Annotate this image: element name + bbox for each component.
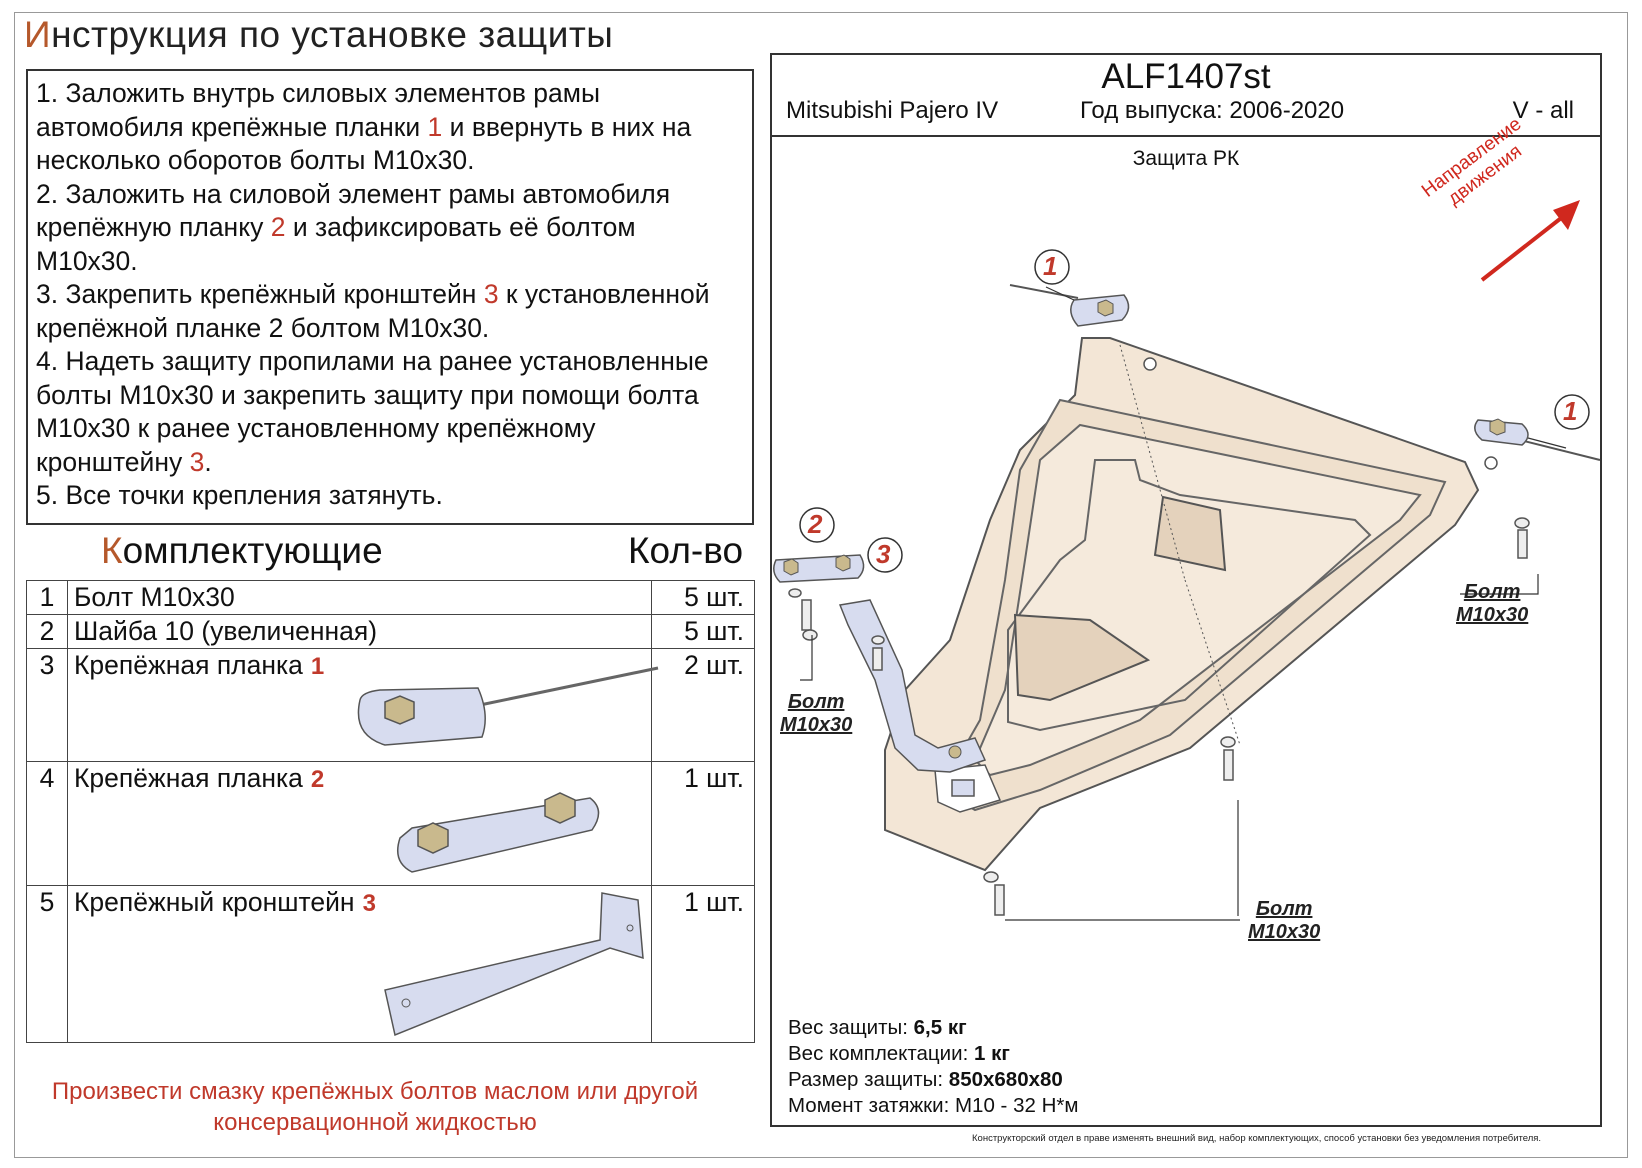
model-years: Год выпуска: 2006-2020 xyxy=(1080,97,1345,124)
skid-plate-icon xyxy=(884,337,1498,872)
lubrication-note: Произвести смазку крепёжных болтов масло… xyxy=(51,1078,699,1136)
page-frame xyxy=(14,12,1628,1158)
instruction-step: 3. Закрепить крепёжный кронштейн 3 к уст… xyxy=(36,279,710,343)
callout-1-right: 1 xyxy=(1563,396,1578,426)
kit-heading: Комплектующие xyxy=(101,530,383,571)
leader-lines xyxy=(800,286,1567,921)
mounting-plate-2-assembly-icon xyxy=(773,554,865,583)
part-name: Защита РК xyxy=(1132,147,1240,170)
page-title: Инструкция по установке защиты xyxy=(24,14,614,55)
bolts-group xyxy=(788,517,1530,916)
part-badge: 2 xyxy=(310,766,325,793)
instruction-step: 1. Заложить внутрь силовых элементов рам… xyxy=(36,78,692,175)
mounting-plate-2-icon xyxy=(397,792,600,873)
instruction-step: 5. Все точки крепления затянуть. xyxy=(36,480,443,510)
kit-qty-heading: Кол-во xyxy=(628,530,744,571)
instruction-step: 4. Надеть защиту пропилами на ранее уста… xyxy=(36,346,709,477)
callout-3: 3 xyxy=(876,539,891,569)
spec-line: Момент затяжки: М10 - 32 Н*м xyxy=(788,1094,1079,1117)
article-code: ALF1407st xyxy=(1101,57,1271,96)
spec-line: Вес комплектации: 1 кг xyxy=(788,1042,1010,1065)
drawing-header: ALF1407st Mitsubishi Pajero IV Год выпус… xyxy=(772,55,1600,137)
callout-circles xyxy=(799,249,1590,573)
kit-table: 1 Болт М10х30 5 шт. 2 Шайба 10 (увеличен… xyxy=(26,580,755,1043)
part-badge: 3 xyxy=(362,890,376,917)
car-model: Mitsubishi Pajero IV xyxy=(786,97,999,124)
callout-2: 2 xyxy=(808,509,823,539)
specs: Вес защиты: 6,5 кг Вес комплектации: 1 к… xyxy=(788,1015,1078,1119)
instructions-box: 1. Заложить внутрь силовых элементов рам… xyxy=(26,69,754,525)
drawing-panel: ALF1407st Mitsubishi Pajero IV Год выпус… xyxy=(770,53,1602,1127)
mounting-plate-1-left-icon xyxy=(1009,284,1130,327)
part-badge: 1 xyxy=(310,653,325,680)
table-row: 2 Шайба 10 (увеличенная) 5 шт. xyxy=(26,614,755,649)
spec-line: Вес защиты: 6,5 кг xyxy=(788,1016,967,1039)
instruction-step: 2. Заложить на силовой элемент рамы авто… xyxy=(36,178,671,276)
disclaimer: Конструкторский отдел в праве изменять в… xyxy=(972,1133,1542,1144)
spec-line: Размер защиты: 850х680х80 xyxy=(788,1068,1063,1091)
engine-version: V - all xyxy=(1512,97,1574,124)
mounting-plate-1-icon xyxy=(357,666,659,746)
bracket-3-icon xyxy=(384,892,644,1037)
table-row: 1 Болт М10х30 5 шт. xyxy=(26,580,755,615)
mounting-plate-1-right-icon xyxy=(1474,418,1601,461)
callout-1-left: 1 xyxy=(1043,251,1058,281)
direction-arrow-icon xyxy=(1480,200,1580,282)
